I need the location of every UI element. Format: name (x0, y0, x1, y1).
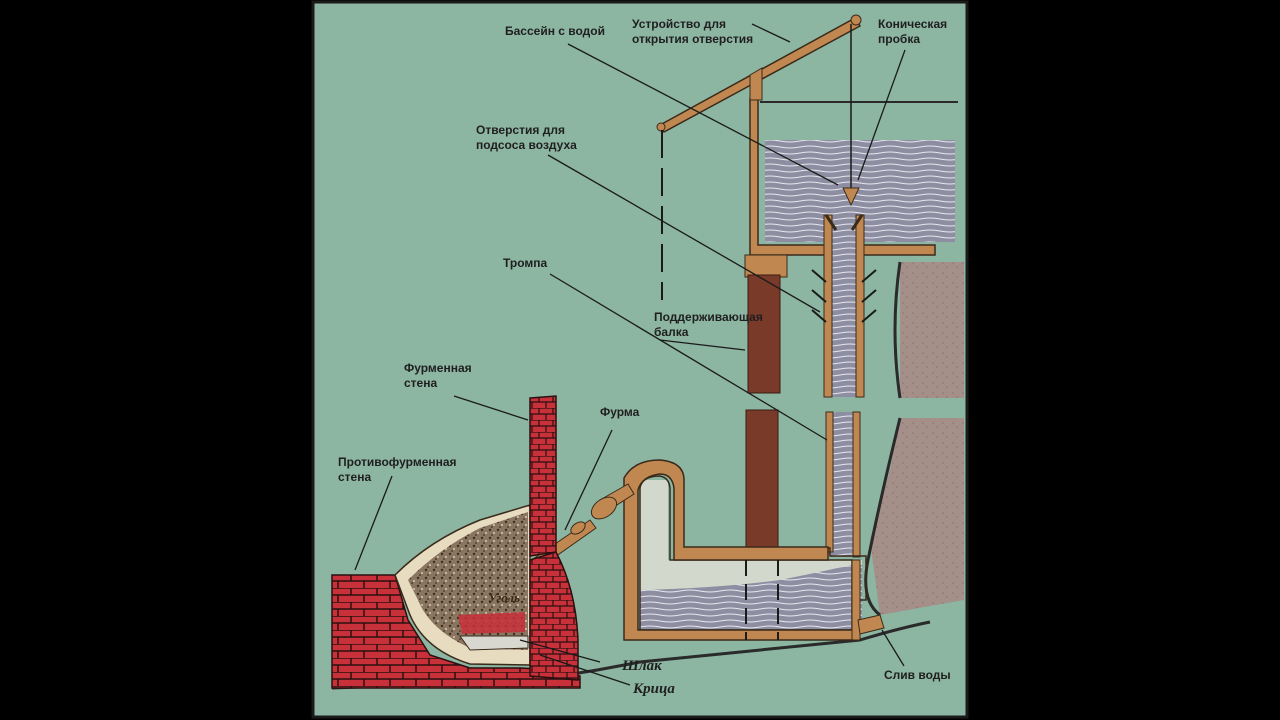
lever-end-left (656, 122, 666, 132)
label-support-beam: Поддерживающая балка (654, 310, 763, 339)
ground-right-lower (870, 418, 964, 615)
lever-post (749, 67, 763, 101)
trompe-wall-left-lower (825, 411, 834, 553)
label-bloom: Крица (633, 681, 675, 697)
trompe-funnel (824, 214, 864, 231)
tuyere-wall-upper (529, 395, 557, 557)
tuyere-wall-lower (529, 551, 579, 681)
label-tuyere: Фурма (600, 405, 640, 419)
label-water-drain: Слив воды (884, 668, 951, 682)
label-coal: Уголь (488, 590, 520, 605)
support-beam-upper (747, 274, 781, 394)
opposite-wall-bricks (331, 574, 581, 689)
air-chamber-frame (623, 459, 859, 641)
label-pool: Бассейн с водой (505, 24, 606, 38)
ground-edge (864, 261, 902, 617)
support-beam-lower (745, 409, 779, 551)
label-air-holes: Отверстия для подсоса воздуха (476, 123, 577, 152)
leader-lines (354, 23, 906, 686)
label-trompe: Тромпа (503, 256, 548, 270)
tuyere-bulb (590, 496, 618, 520)
ground-right (900, 262, 964, 398)
label-tuyere-wall: Фурменная стена (404, 361, 472, 390)
water-drain-pipe (857, 614, 885, 635)
trompe-wall-right-upper (855, 214, 865, 398)
support-beam-cap (744, 254, 788, 278)
label-conical-plug: Коническая пробка (878, 17, 948, 46)
tuyere-ring (570, 521, 586, 535)
ground-bottom (330, 620, 964, 712)
label-opposite-wall: Противофурменная стена (338, 455, 457, 484)
trompe-wall-right-lower (852, 411, 861, 558)
label-slag: Шлак (622, 658, 662, 674)
conical-plug (842, 187, 860, 207)
chamber-water (640, 565, 862, 630)
slag-layer (459, 635, 529, 651)
air-arrows (811, 269, 877, 323)
burning-zone (458, 612, 525, 634)
trompe-wall-left-upper (823, 214, 833, 398)
label-opening-device: Устройство для открытия отверстия (632, 17, 754, 46)
lever-end-right (850, 14, 862, 26)
